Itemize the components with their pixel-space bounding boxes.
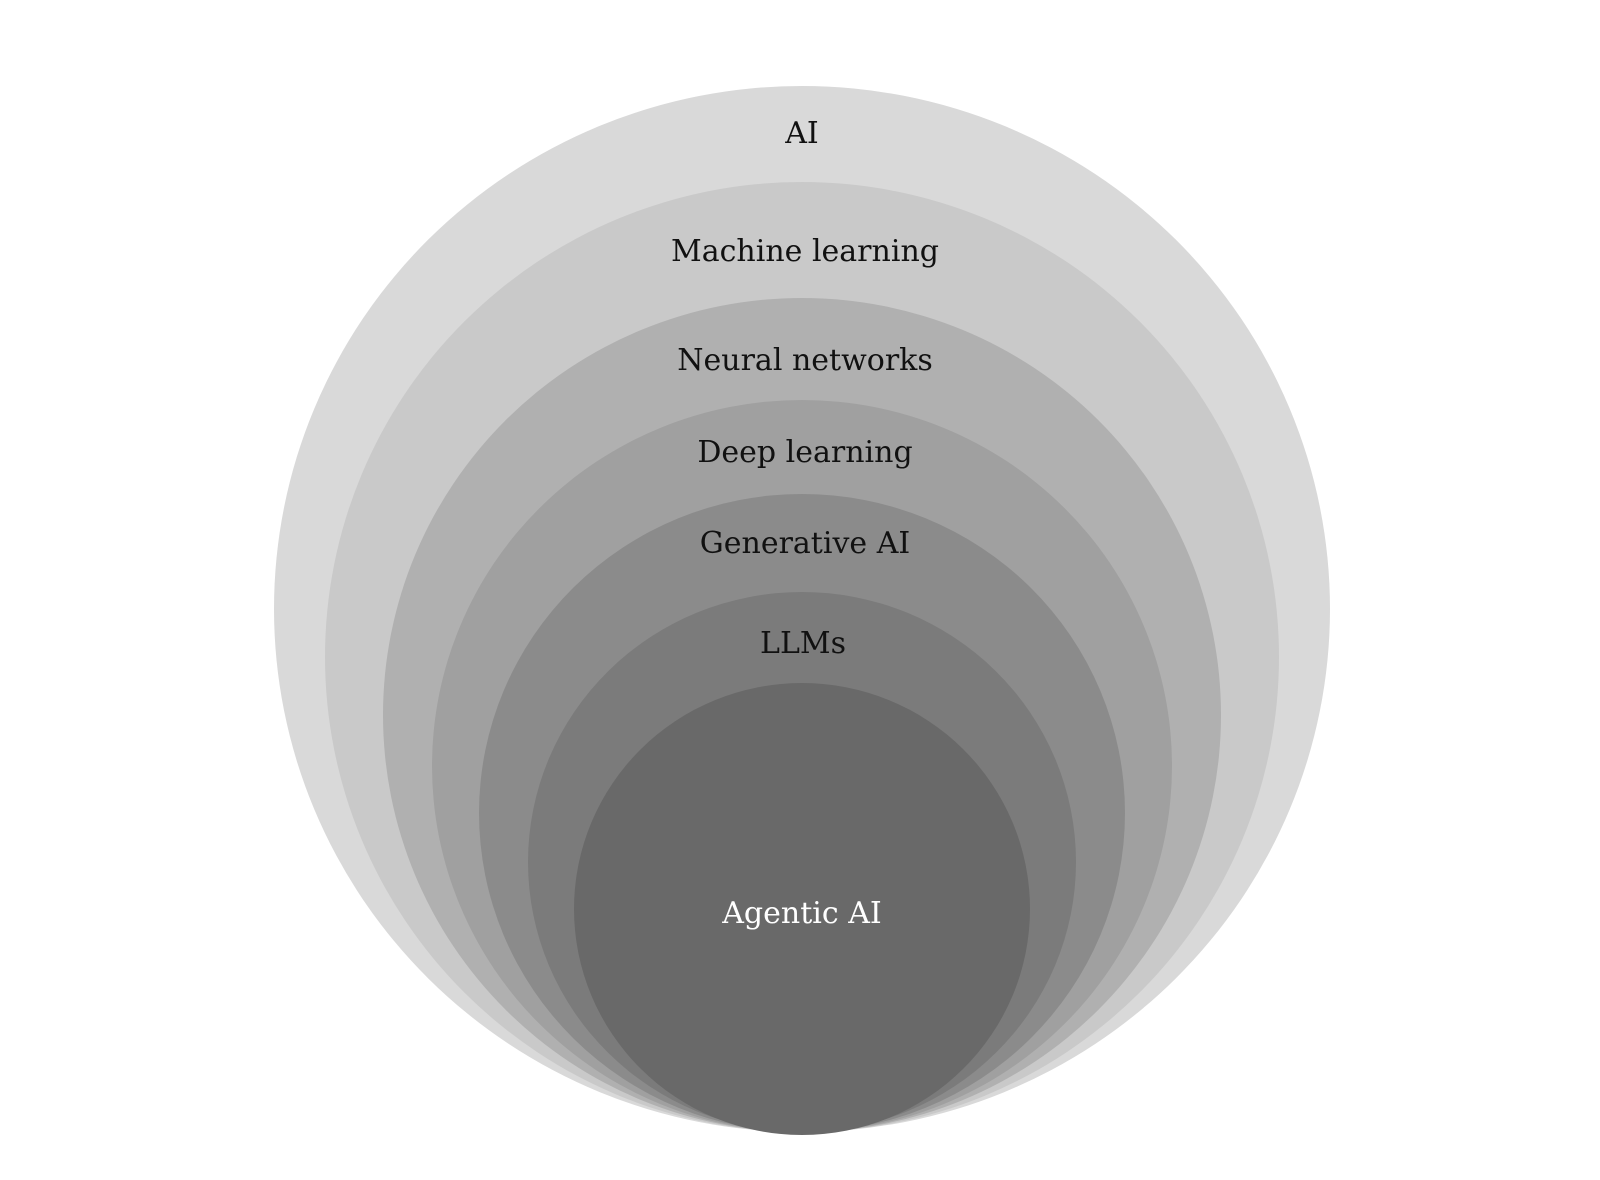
label-neural-networks: Neural networks — [677, 343, 932, 378]
label-generative-ai: Generative AI — [700, 526, 910, 561]
label-llms: LLMs — [760, 626, 846, 661]
label-agentic-ai: Agentic AI — [721, 896, 881, 931]
label-ai: AI — [784, 116, 819, 151]
circle-agentic-ai — [574, 683, 1030, 1135]
label-machine-learning: Machine learning — [671, 234, 939, 269]
label-deep-learning: Deep learning — [697, 435, 912, 470]
